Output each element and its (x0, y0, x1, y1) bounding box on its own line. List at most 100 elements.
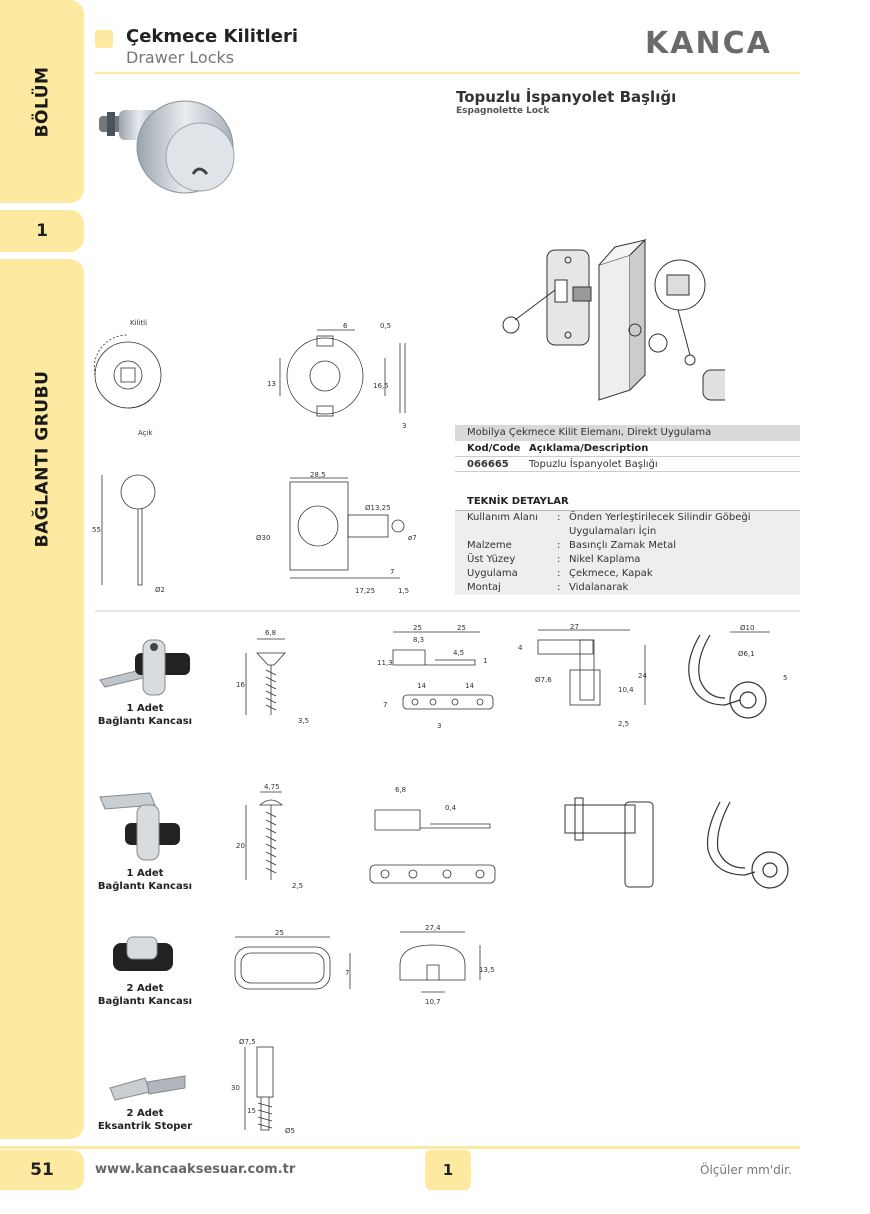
dim-h1-5: 5 (783, 674, 787, 682)
dim-1325: Ø13,25 (365, 504, 391, 512)
stopper-screw-drawing: Ø7,5 30 15 Ø5 (231, 1038, 295, 1135)
tech-row: Malzeme:Basınçlı Zamak Metal (455, 539, 800, 553)
tech-key: Uygulama (467, 568, 518, 579)
dim-p1-7: 7 (383, 701, 387, 709)
dim-e4-30: 30 (231, 1084, 240, 1092)
dim-p1-14a: 14 (417, 682, 426, 690)
tech-key: Malzeme (467, 540, 512, 551)
dim-3: 3 (402, 422, 406, 430)
dim-r3-7: 7 (345, 969, 349, 977)
tech-sep: : (557, 582, 561, 593)
dim-p1-1: 1 (483, 657, 487, 665)
description-bar: Mobilya Çekmece Kilit Elemanı, Direkt Uy… (455, 425, 800, 441)
dim-s1-68: 6,8 (265, 629, 276, 637)
l-bracket-2-drawing (564, 797, 654, 888)
cap-drawing: 27,4 13,5 10,7 (399, 924, 495, 1006)
lock-photo-image (99, 100, 235, 194)
sidebar-tab-number: 1 (0, 210, 84, 252)
page-title: Çekmece Kilitleri (126, 26, 298, 47)
dim-s1-16: 16 (236, 681, 245, 689)
section-divider (95, 610, 800, 612)
col-desc-header: Açıklama/Description (529, 443, 649, 454)
tech-value: Çekmece, Kapak (569, 568, 653, 579)
product-table: Mobilya Çekmece Kilit Elemanı, Direkt Uy… (455, 425, 800, 472)
dim-h1-61: Ø6,1 (738, 650, 755, 658)
connection-hook-photo (99, 639, 190, 696)
tech-key: Montaj (467, 582, 501, 593)
part-qty: 1 Adet (126, 868, 164, 879)
header-square (95, 30, 113, 48)
sidebar-bolum-wrap: BÖLÜM (0, 0, 84, 203)
l-bracket-drawing: 27 4 Ø7,6 10,4 24 2,5 (518, 623, 647, 728)
dim-r3-25: 25 (275, 929, 284, 937)
page-subtitle: Drawer Locks (126, 48, 235, 67)
dim-s2-475: 4,75 (264, 783, 280, 791)
part-caption: 2 Adet Eksantrik Stoper (85, 1107, 205, 1133)
dim-7: 7 (390, 568, 394, 576)
tech-sep: : (557, 554, 561, 565)
part-name: Bağlantı Kancası (97, 996, 193, 1007)
website-link[interactable]: www.kancaaksesuar.com.tr (95, 1162, 296, 1177)
dim-2: Ø2 (155, 586, 165, 594)
dim-13: 13 (267, 380, 276, 388)
footer-divider (0, 1146, 800, 1149)
dim-p1-113: 11,3 (377, 659, 393, 667)
screw-2-drawing: 4,75 20 2,5 (236, 783, 303, 890)
units-note: Ölçüler mm'dir. (700, 1163, 792, 1177)
tech-value: Vidalanarak (569, 582, 629, 593)
row-desc: Topuzlu İspanyolet Başlığı (529, 459, 658, 470)
dim-05: 0,5 (380, 322, 391, 330)
table-row: 066665 Topuzlu İspanyolet Başlığı (455, 457, 800, 472)
table-header-row: Kod/Code Açıklama/Description (455, 441, 800, 456)
dim-p1-83: 8,3 (413, 636, 424, 644)
tech-sep: : (557, 540, 561, 551)
dim-l1-24: 24 (638, 672, 647, 680)
dim-l1-104: 10,4 (618, 686, 634, 694)
tech-sep (557, 525, 569, 539)
dim-p1-45: 4,5 (453, 649, 464, 657)
part-qty: 2 Adet (126, 1108, 164, 1119)
hook-plate-2-drawing: 6,8 0,4 (369, 786, 496, 884)
part-name: Eksantrik Stoper (97, 1121, 193, 1132)
header-divider (95, 72, 800, 74)
tech-row: Kullanım Alanı:Önden Yerleştirilecek Sil… (455, 511, 800, 525)
ring-frame-drawing: 25 7 (234, 929, 351, 990)
dim-285: 28,5 (310, 471, 326, 479)
part-qty: 2 Adet (126, 983, 164, 994)
tech-row: Uygulama:Çekmece, Kapak (455, 567, 800, 581)
col-code-header: Kod/Code (467, 443, 521, 454)
dim-e4-5: Ø5 (285, 1127, 295, 1135)
tech-value: Önden Yerleştirilecek Silindir Göbeği (569, 512, 751, 523)
eccentric-stopper-photo (109, 1075, 186, 1101)
dim-c3-135: 13,5 (479, 966, 495, 974)
tech-row: Üst Yüzey:Nikel Kaplama (455, 553, 800, 567)
part-name: Bağlantı Kancası (97, 716, 193, 727)
dim-55: 55 (92, 526, 101, 534)
page-number: 51 (0, 1150, 84, 1190)
sidebar-tab-bolum (0, 0, 84, 203)
dim-e4-15: 15 (247, 1107, 256, 1115)
sidebar-section-number: 1 (36, 221, 48, 241)
tech-heading: TEKNİK DETAYLAR (467, 496, 569, 507)
part-qty: 1 Adet (126, 703, 164, 714)
sidebar-group-label: BAĞLANTI GRUBU (32, 370, 53, 548)
espagnolette-assembly-drawing (502, 238, 725, 401)
dim-c3-107: 10,7 (425, 998, 441, 1006)
dim-1725: 17,25 (355, 587, 375, 595)
dim-c3-274: 27,4 (425, 924, 441, 932)
lock-front-view-drawing: Kilitli Açık (93, 319, 162, 437)
dim-l1-76: Ø7,6 (535, 676, 552, 684)
tech-row: Montaj: Vidalanarak (455, 581, 800, 595)
part-caption: 2 Adet Bağlantı Kancası (85, 982, 205, 1008)
part-caption: 1 Adet Bağlantı Kancası (85, 867, 205, 893)
dim-p1-25b: 25 (457, 624, 466, 632)
dim-165: 16,5 (373, 382, 389, 390)
wire-hook-drawing: Ø10 Ø6,1 5 (688, 624, 787, 719)
product-title: Topuzlu İspanyolet Başlığı (456, 88, 677, 106)
part-caption: 1 Adet Bağlantı Kancası (85, 702, 205, 728)
connection-hook-2-photo (99, 792, 180, 861)
tech-details: TEKNİK DETAYLAR Kullanım Alanı:Önden Yer… (455, 494, 800, 595)
dim-h1-10: Ø10 (740, 624, 754, 632)
row-code: 066665 (467, 459, 509, 470)
dim-30: Ø30 (256, 534, 270, 542)
